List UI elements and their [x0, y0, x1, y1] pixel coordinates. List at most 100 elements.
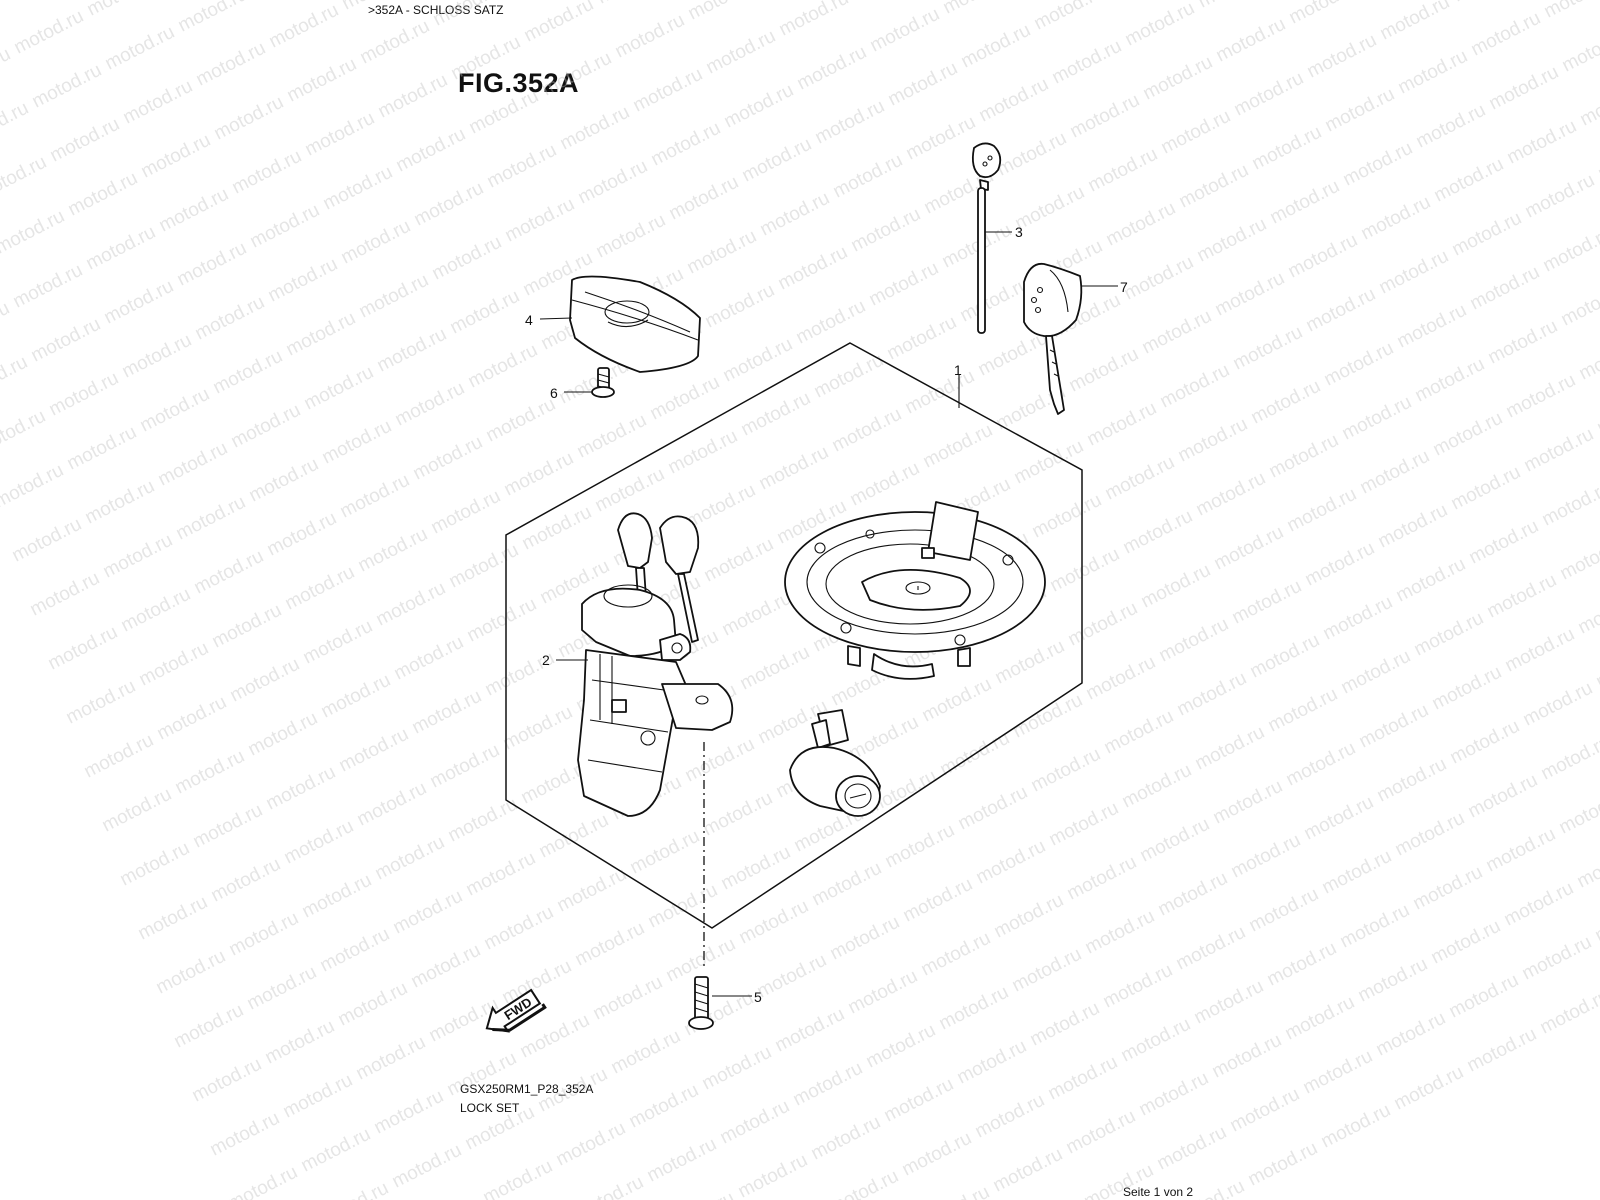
- watermark-text: motod.ru: [1139, 306, 1215, 359]
- callout-2: 2: [542, 652, 550, 668]
- watermark-text: motod.ru: [738, 388, 814, 441]
- watermark-text: motod.ru: [1450, 0, 1526, 6]
- watermark-text: motod.ru: [1046, 798, 1122, 851]
- watermark-text: motod.ru: [191, 546, 267, 599]
- watermark-text: motod.ru: [1358, 192, 1434, 245]
- footer-diagram-name: LOCK SET: [460, 1101, 520, 1115]
- watermark-text: motod.ru: [316, 1178, 392, 1200]
- watermark-text: motod.ru: [1009, 944, 1085, 997]
- watermark-text: motod.ru: [1011, 436, 1087, 489]
- watermark-text: motod.ru: [1284, 484, 1360, 537]
- watermark-text: motod.ru: [45, 622, 121, 675]
- watermark-text: motod.ru: [320, 162, 396, 215]
- watermark-text: motod.ru: [554, 864, 630, 917]
- watermark-text: motod.ru: [1538, 732, 1600, 785]
- watermark-text: motod.ru: [1212, 268, 1288, 321]
- watermark-text: motod.ru: [137, 384, 213, 437]
- watermark-text: motod.ru: [1430, 408, 1506, 461]
- watermark-text: motod.ru: [318, 670, 394, 723]
- watermark-text: motod.ru: [0, 460, 67, 513]
- watermark-text: motod.ru: [1265, 684, 1341, 737]
- watermark-text: motod.ru: [373, 578, 449, 631]
- watermark-text: motod.ru: [1173, 922, 1249, 975]
- watermark-text: motod.ru: [1045, 1052, 1121, 1105]
- watermark-text: motod.ru: [1176, 160, 1252, 213]
- watermark-text: motod.ru: [408, 940, 484, 993]
- watermark-text: motod.ru: [47, 114, 123, 167]
- watermark-text: motod.ru: [81, 730, 157, 783]
- watermark-text: motod.ru: [480, 1156, 556, 1200]
- watermark-text: motod.ru: [644, 1134, 720, 1187]
- watermark-text: motod.ru: [626, 1080, 702, 1133]
- watermark-text: motod.ru: [28, 314, 104, 367]
- watermark-text: motod.ru: [884, 312, 960, 365]
- watermark-text: motod.ru: [446, 540, 522, 593]
- watermark-text: motod.ru: [826, 1166, 902, 1200]
- watermark-text: motod.ru: [848, 204, 924, 257]
- watermark-text: motod.ru: [885, 58, 961, 111]
- figure-title: FIG.352A: [458, 68, 580, 98]
- watermark-text: motod.ru: [608, 1026, 684, 1079]
- watermark-text: motod.ru: [501, 448, 577, 501]
- callout-4: 4: [525, 312, 533, 328]
- watermark-text: motod.ru: [193, 38, 269, 91]
- watermark-text: motod.ru: [1576, 332, 1600, 385]
- watermark-text: motod.ru: [65, 168, 141, 221]
- watermark-text: motod.ru: [1574, 840, 1600, 893]
- watermark-text: motod.ru: [1157, 360, 1233, 413]
- watermark-text: motod.ru: [809, 858, 885, 911]
- watermark-text: motod.ru: [991, 890, 1067, 943]
- watermark-text: motod.ru: [1175, 414, 1251, 467]
- watermark-text: motod.ru: [226, 908, 302, 961]
- watermark-text: motod.ru: [903, 112, 979, 165]
- watermark-text: motod.ru: [317, 924, 393, 977]
- watermark-text: motod.ru: [1228, 830, 1304, 883]
- page-indicator: Seite 1 von 2: [1123, 1185, 1194, 1199]
- watermark-text: motod.ru: [375, 70, 451, 123]
- seat-lock: [789, 709, 881, 817]
- watermark-text: motod.ru: [957, 274, 1033, 327]
- watermark-text: motod.ru: [1340, 138, 1416, 191]
- watermark-text: motod.ru: [1266, 430, 1342, 483]
- watermark-text: motod.ru: [1028, 744, 1104, 797]
- watermark-text: motod.ru: [772, 1004, 848, 1057]
- watermark-text: motod.ru: [335, 978, 411, 1031]
- watermark-text: motod.ru: [319, 416, 395, 469]
- watermark-text: motod.ru: [973, 836, 1049, 889]
- watermark-text: motod.ru: [1300, 1046, 1376, 1099]
- watermark-text: motod.ru: [411, 178, 487, 231]
- watermark-text: motod.ru: [1558, 278, 1600, 331]
- watermark-text: motod.ru: [790, 1058, 866, 1111]
- watermark-text: motod.ru: [1539, 478, 1600, 531]
- watermark-text: motod.ru: [1374, 754, 1450, 807]
- watermark-text: motod.ru: [118, 584, 194, 637]
- watermark-text: motod.ru: [571, 1172, 647, 1200]
- watermark-text: motod.ru: [1467, 262, 1543, 315]
- watermark-text: motod.ru: [1373, 1008, 1449, 1061]
- watermark-text: motod.ru: [427, 740, 503, 793]
- watermark-text: motod.ru: [1392, 808, 1468, 861]
- watermark-text: motod.ru: [1465, 770, 1541, 823]
- watermark-text: motod.ru: [429, 232, 505, 285]
- watermark-text: motod.ru: [448, 32, 524, 85]
- watermark-text: motod.ru: [262, 1016, 338, 1069]
- watermark-text: motod.ru: [154, 692, 230, 745]
- watermark-text: motod.ru: [1122, 0, 1198, 50]
- watermark-text: motod.ru: [1154, 1122, 1230, 1175]
- watermark-text: motod.ru: [918, 928, 994, 981]
- watermark-text: motod.ru: [153, 946, 229, 999]
- watermark-text: motod.ru: [919, 674, 995, 727]
- watermark-text: motod.ru: [100, 530, 176, 583]
- watermark-text: motod.ru: [464, 594, 540, 647]
- watermark-text: motod.ru: [1010, 690, 1086, 743]
- watermark-text: motod.ru: [428, 486, 504, 539]
- watermark-text: motod.ru: [845, 966, 921, 1019]
- watermark-text: motod.ru: [1448, 462, 1524, 515]
- watermark-text: motod.ru: [245, 708, 321, 761]
- watermark-text: motod.ru: [392, 378, 468, 431]
- watermark-text: motod.ru: [10, 260, 86, 313]
- watermark-text: motod.ru: [592, 464, 668, 517]
- watermark-text: motod.ru: [1264, 938, 1340, 991]
- watermark-text: motod.ru: [645, 880, 721, 933]
- watermark-text: motod.ru: [1395, 46, 1471, 99]
